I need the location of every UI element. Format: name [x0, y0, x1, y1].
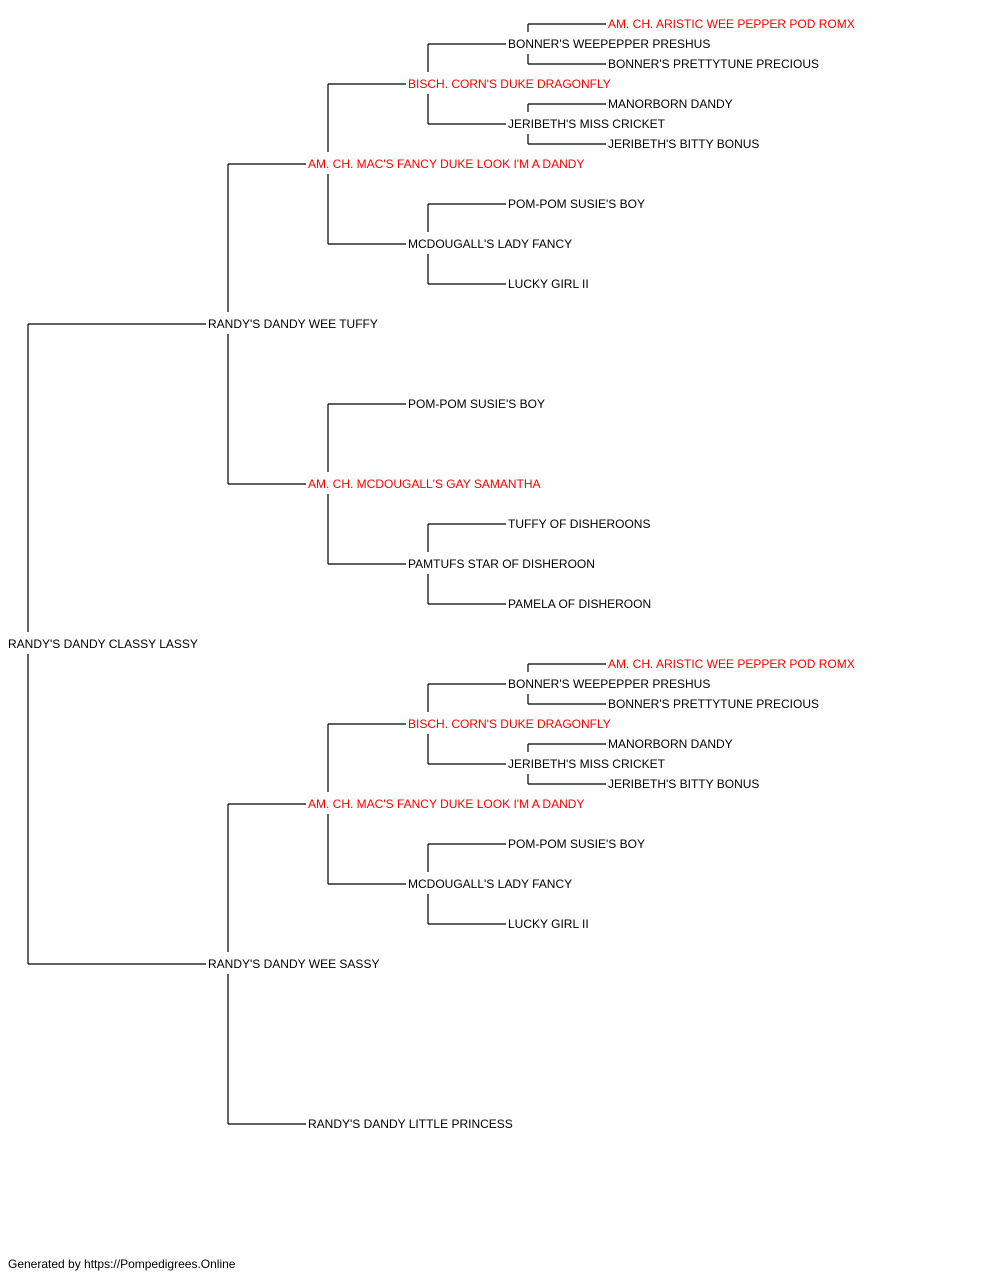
dog-name-randy-s-dandy-little-princess[interactable]: RANDY'S DANDY LITTLE PRINCESS — [308, 1117, 513, 1131]
dog-name-jeribeth-s-miss-cricket[interactable]: JERIBETH'S MISS CRICKET — [508, 117, 666, 131]
dog-name-manorborn-dandy[interactable]: MANORBORN DANDY — [608, 97, 733, 111]
dog-name-jeribeth-s-bitty-bonus[interactable]: JERIBETH'S BITTY BONUS — [608, 777, 759, 791]
dog-name-mcdougall-s-lady-fancy[interactable]: MCDOUGALL'S LADY FANCY — [408, 877, 572, 891]
dog-name-pamela-of-disheroon[interactable]: PAMELA OF DISHEROON — [508, 597, 651, 611]
dog-name-am-ch-mac-s-fancy-duke-look-i-m-a-dandy[interactable]: AM. CH. MAC'S FANCY DUKE LOOK I'M A DAND… — [308, 157, 584, 171]
dog-name-bisch-corn-s-duke-dragonfly[interactable]: BISCH. CORN'S DUKE DRAGONFLY — [408, 77, 611, 91]
dog-name-pamtufs-star-of-disheroon[interactable]: PAMTUFS STAR OF DISHEROON — [408, 557, 595, 571]
dog-name-bisch-corn-s-duke-dragonfly[interactable]: BISCH. CORN'S DUKE DRAGONFLY — [408, 717, 611, 731]
dog-name-pom-pom-susie-s-boy[interactable]: POM-POM SUSIE'S BOY — [408, 397, 545, 411]
dog-name-am-ch-aristic-wee-pepper-pod-romx[interactable]: AM. CH. ARISTIC WEE PEPPER POD ROMX — [608, 17, 855, 31]
dog-name-jeribeth-s-bitty-bonus[interactable]: JERIBETH'S BITTY BONUS — [608, 137, 759, 151]
dog-name-bonner-s-weepepper-preshus[interactable]: BONNER'S WEEPEPPER PRESHUS — [508, 37, 710, 51]
dog-name-jeribeth-s-miss-cricket[interactable]: JERIBETH'S MISS CRICKET — [508, 757, 666, 771]
dog-name-pom-pom-susie-s-boy[interactable]: POM-POM SUSIE'S BOY — [508, 197, 645, 211]
dog-name-pom-pom-susie-s-boy[interactable]: POM-POM SUSIE'S BOY — [508, 837, 645, 851]
dog-name-randy-s-dandy-wee-sassy[interactable]: RANDY'S DANDY WEE SASSY — [208, 957, 379, 971]
dog-name-manorborn-dandy[interactable]: MANORBORN DANDY — [608, 737, 733, 751]
dog-name-bonner-s-prettytune-precious[interactable]: BONNER'S PRETTYTUNE PRECIOUS — [608, 697, 819, 711]
dog-name-am-ch-mcdougall-s-gay-samantha[interactable]: AM. CH. MCDOUGALL'S GAY SAMANTHA — [308, 477, 541, 491]
dog-name-bonner-s-weepepper-preshus[interactable]: BONNER'S WEEPEPPER PRESHUS — [508, 677, 710, 691]
dog-name-am-ch-mac-s-fancy-duke-look-i-m-a-dandy[interactable]: AM. CH. MAC'S FANCY DUKE LOOK I'M A DAND… — [308, 797, 584, 811]
dog-name-mcdougall-s-lady-fancy[interactable]: MCDOUGALL'S LADY FANCY — [408, 237, 572, 251]
dog-name-randy-s-dandy-wee-tuffy[interactable]: RANDY'S DANDY WEE TUFFY — [208, 317, 378, 331]
footer-credit: Generated by https://Pompedigrees.Online — [8, 1257, 236, 1271]
dog-name-tuffy-of-disheroons[interactable]: TUFFY OF DISHEROONS — [508, 517, 650, 531]
dog-name-lucky-girl-ii[interactable]: LUCKY GIRL II — [508, 917, 589, 931]
dog-name-am-ch-aristic-wee-pepper-pod-romx[interactable]: AM. CH. ARISTIC WEE PEPPER POD ROMX — [608, 657, 855, 671]
dog-name-lucky-girl-ii[interactable]: LUCKY GIRL II — [508, 277, 589, 291]
dog-name-bonner-s-prettytune-precious[interactable]: BONNER'S PRETTYTUNE PRECIOUS — [608, 57, 819, 71]
dog-name-randy-s-dandy-classy-lassy[interactable]: RANDY'S DANDY CLASSY LASSY — [8, 637, 198, 651]
